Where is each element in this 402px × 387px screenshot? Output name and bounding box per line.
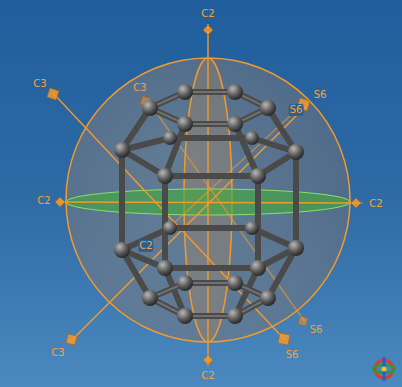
axis-label: C2 <box>200 370 215 382</box>
symmetry-axes <box>52 24 362 366</box>
orientation-icon <box>373 357 395 381</box>
axis-label: S6 <box>285 349 300 361</box>
axis-label: C3 <box>32 78 47 90</box>
axis-label: C2 <box>138 240 153 252</box>
molecule-bonds <box>122 92 296 316</box>
molecule-atoms <box>114 84 304 324</box>
axis-label: S6 <box>313 89 328 101</box>
axis-label: S6 <box>309 324 324 336</box>
axis-label: C2 <box>368 198 383 210</box>
axis-label: C2 <box>36 195 51 207</box>
axis-marker <box>47 25 361 365</box>
axis-label: C3 <box>50 347 65 359</box>
axis-label: C2 <box>200 8 215 20</box>
axis-label: C3 <box>132 82 147 94</box>
axis-label: S6 <box>289 104 304 116</box>
